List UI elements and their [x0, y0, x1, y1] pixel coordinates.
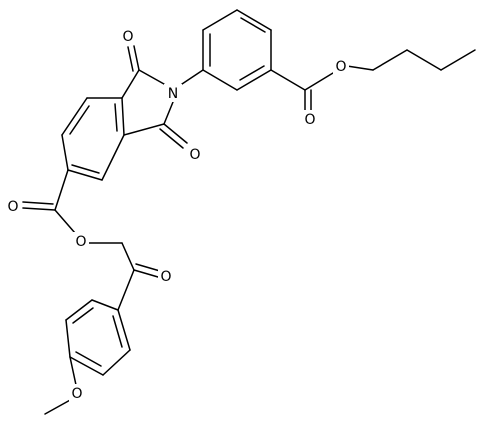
linker-ester-group [22, 169, 161, 311]
atom-label-o: O [160, 269, 171, 285]
atom-label-o: O [71, 386, 82, 402]
atom-label-o: O [122, 29, 133, 45]
atom-labels: O N O O O O O O O [5, 27, 349, 402]
methoxyphenyl-ring [44, 299, 131, 415]
atom-label-o: O [75, 234, 86, 250]
atom-label-o: O [7, 199, 18, 215]
atom-label-o: O [304, 112, 315, 128]
atom-label-n: N [168, 86, 178, 102]
butyl-ester-group [270, 49, 476, 114]
atom-label-o: O [335, 59, 346, 75]
phenyl-ring [202, 9, 272, 91]
atom-label-o: O [189, 147, 200, 163]
imide-ring [121, 45, 204, 149]
benzo-ring [61, 97, 125, 181]
